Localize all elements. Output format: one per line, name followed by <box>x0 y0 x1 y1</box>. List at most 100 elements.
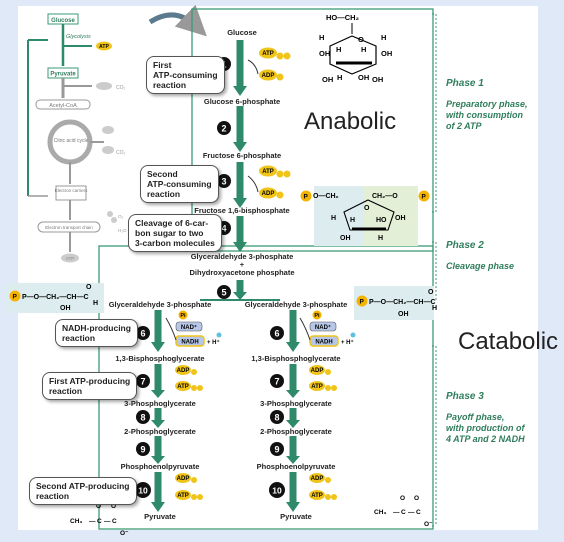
side-etc: Electron transport chain <box>45 225 93 230</box>
svg-text:+ H⁺: + H⁺ <box>207 339 220 346</box>
svg-text:P—O—CH₂—CH—C: P—O—CH₂—CH—C <box>22 294 89 301</box>
adp-step10-right: ADP <box>309 473 331 483</box>
side-atp-badge <box>96 41 112 51</box>
svg-text:P—O—CH₂—CH—C: P—O—CH₂—CH—C <box>369 299 436 306</box>
step-10-right: 10 <box>269 482 285 498</box>
adp-step10-left: ADP <box>175 473 197 483</box>
nad-right: NAD⁺ <box>309 321 337 332</box>
pg3-label-left: 3-Phosphoglycerate <box>124 399 196 408</box>
plus-label: + <box>240 260 245 269</box>
svg-text:—: — <box>393 509 400 516</box>
phase-brackets <box>432 13 437 527</box>
bpg-label-right: 1,3-Bisphosphoglycerate <box>251 354 340 363</box>
step-6-right: 6 <box>270 326 284 340</box>
svg-text:H: H <box>381 33 386 42</box>
svg-text:O: O <box>96 503 101 510</box>
step-7-left: 7 <box>136 374 150 388</box>
side-glucose: Glucose <box>51 18 75 24</box>
svg-text:NADH: NADH <box>315 340 332 346</box>
step-8-right: 8 <box>270 410 284 424</box>
step-8-left: 8 <box>136 410 150 424</box>
svg-text:O⁻: O⁻ <box>120 530 129 537</box>
svg-text:Pi: Pi <box>180 313 186 319</box>
pyruvate-label-right: Pyruvate <box>280 512 312 521</box>
svg-text:4: 4 <box>221 224 226 234</box>
svg-text:P: P <box>360 299 365 306</box>
nad-left: NAD⁺ <box>175 321 203 332</box>
zoom-arrow <box>148 4 207 37</box>
svg-text:10: 10 <box>272 486 282 496</box>
adp-step7-left: ADP <box>175 365 197 375</box>
pi-right: Pi <box>312 310 322 320</box>
svg-text:H: H <box>337 73 342 82</box>
svg-text:H: H <box>350 217 355 224</box>
side-electron-carriers: Electron carriers <box>55 188 89 193</box>
svg-text:—: — <box>408 509 415 516</box>
glucose-structure: HO—CH₂ O H H OH OH OH OH H H H OH <box>319 13 392 84</box>
cofactors-phase1: ATP ADP ATP ADP <box>247 47 291 199</box>
metabolite-labels: Glucose Glucose 6-phosphate Fructose 6-p… <box>109 28 348 521</box>
dhap-label: Dihydroxyacetone phosphate <box>189 268 294 277</box>
svg-text:6: 6 <box>274 329 279 339</box>
svg-text:HO: HO <box>376 217 387 224</box>
svg-text:O: O <box>428 289 434 296</box>
pyruvate-structure-right: CH₃ — C — C O O O⁻ <box>374 495 433 528</box>
svg-text:8: 8 <box>140 413 145 423</box>
svg-text:ADP: ADP <box>311 368 324 374</box>
svg-text:OH: OH <box>319 49 330 58</box>
svg-text:ADP: ADP <box>311 476 324 482</box>
side-pyruvate: Pyruvate <box>50 72 76 78</box>
nadh-right: NADH <box>309 335 339 347</box>
anabolic-frame <box>191 8 434 252</box>
svg-text:OH: OH <box>60 305 71 312</box>
atp-step10-left: ATP <box>175 490 203 500</box>
adp-step7-right: ADP <box>309 365 331 375</box>
svg-text:H: H <box>331 215 336 222</box>
side-atp: ATP <box>99 44 109 50</box>
svg-text:HO—CH₂: HO—CH₂ <box>326 13 359 22</box>
svg-text:ADP: ADP <box>262 73 275 79</box>
svg-text:ATP: ATP <box>177 493 189 499</box>
svg-text:H: H <box>336 45 341 54</box>
svg-text:ATP: ATP <box>262 51 274 57</box>
phase-1: Phase 1 Preparatory phase,with consumpti… <box>446 78 528 131</box>
svg-text:C: C <box>401 509 406 516</box>
svg-text:NAD⁺: NAD⁺ <box>181 324 197 331</box>
step-7-right: 7 <box>270 374 284 388</box>
svg-text:CH₂—O: CH₂—O <box>372 193 398 200</box>
svg-text:+ H⁺: + H⁺ <box>341 339 354 346</box>
svg-text:7: 7 <box>140 377 145 387</box>
step-9-left: 9 <box>136 442 150 456</box>
pyruvate-label-left: Pyruvate <box>144 512 176 521</box>
svg-text:O: O <box>364 205 370 212</box>
adp-step1: ADP <box>259 69 284 81</box>
svg-text:H: H <box>319 33 324 42</box>
side-acetyl: Acetyl-CoA <box>49 103 77 109</box>
svg-text:C: C <box>97 518 102 525</box>
svg-text:P: P <box>13 294 18 301</box>
svg-text:OH: OH <box>322 75 333 84</box>
svg-text:6: 6 <box>140 329 145 339</box>
svg-text:OH: OH <box>372 75 383 84</box>
pyruvate-structure-left: CH₃ — C — C O O O⁻ <box>70 503 129 537</box>
svg-text:ADP: ADP <box>262 191 275 197</box>
svg-text:C: C <box>416 509 421 516</box>
cofactors-step6: Pi NAD⁺ NADH + H⁺ Pi NAD⁺ NADH + H⁺ <box>165 310 356 347</box>
atp-step7-right: ATP <box>309 381 337 391</box>
svg-text:H: H <box>378 235 383 242</box>
f6p-label: Fructose 6-phosphate <box>203 151 281 160</box>
svg-text:O—CH₂: O—CH₂ <box>313 193 339 200</box>
g6p-label: Glucose 6-phosphate <box>204 97 280 106</box>
phase-2: Phase 2 Cleavage phase <box>446 240 515 271</box>
step-markers: 1 2 3 4 5 6 6 7 7 8 8 9 9 10 10 <box>135 57 285 498</box>
svg-text:C: C <box>112 518 117 525</box>
svg-text:Pi: Pi <box>314 313 320 319</box>
svg-text:P: P <box>422 194 427 201</box>
gap-structure-right: P P—O—CH₂—CH—C OH O H <box>354 286 437 320</box>
atp-step1: ATP <box>259 47 291 60</box>
side-co2-1: CO₂ <box>116 85 126 91</box>
